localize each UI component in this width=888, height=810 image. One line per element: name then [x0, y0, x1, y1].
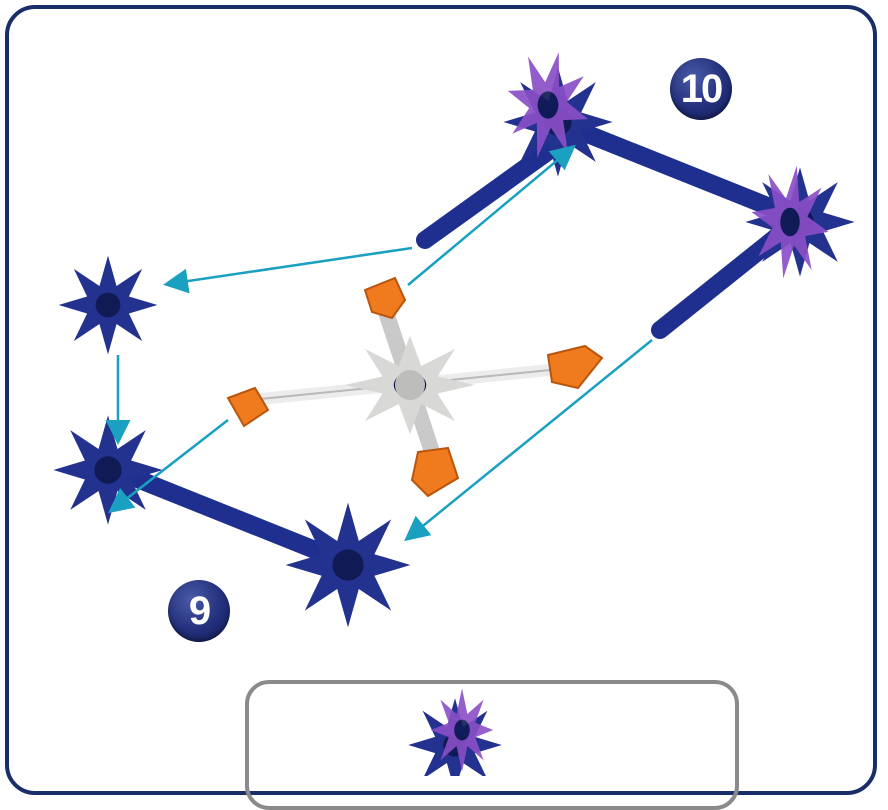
- center-hub-assembly: [226, 276, 604, 498]
- connector-lower-right: [285, 502, 411, 628]
- rods-upper: [416, 116, 799, 339]
- connector-loose-left: [58, 255, 158, 355]
- instruction-diagram: 10 9: [5, 5, 877, 810]
- orange-clips: [226, 276, 604, 498]
- connector-upper-left: [497, 38, 613, 177]
- connector-lower-left: [53, 415, 163, 525]
- detail-inset-box: [245, 680, 739, 810]
- rods-lower: [131, 471, 349, 569]
- assembly-arrows: [105, 144, 653, 542]
- step-badge-9: 9: [168, 580, 230, 642]
- connector-upper-right: [744, 155, 855, 289]
- step-badge-10: 10: [670, 58, 732, 120]
- assembly-illustration: [53, 38, 855, 776]
